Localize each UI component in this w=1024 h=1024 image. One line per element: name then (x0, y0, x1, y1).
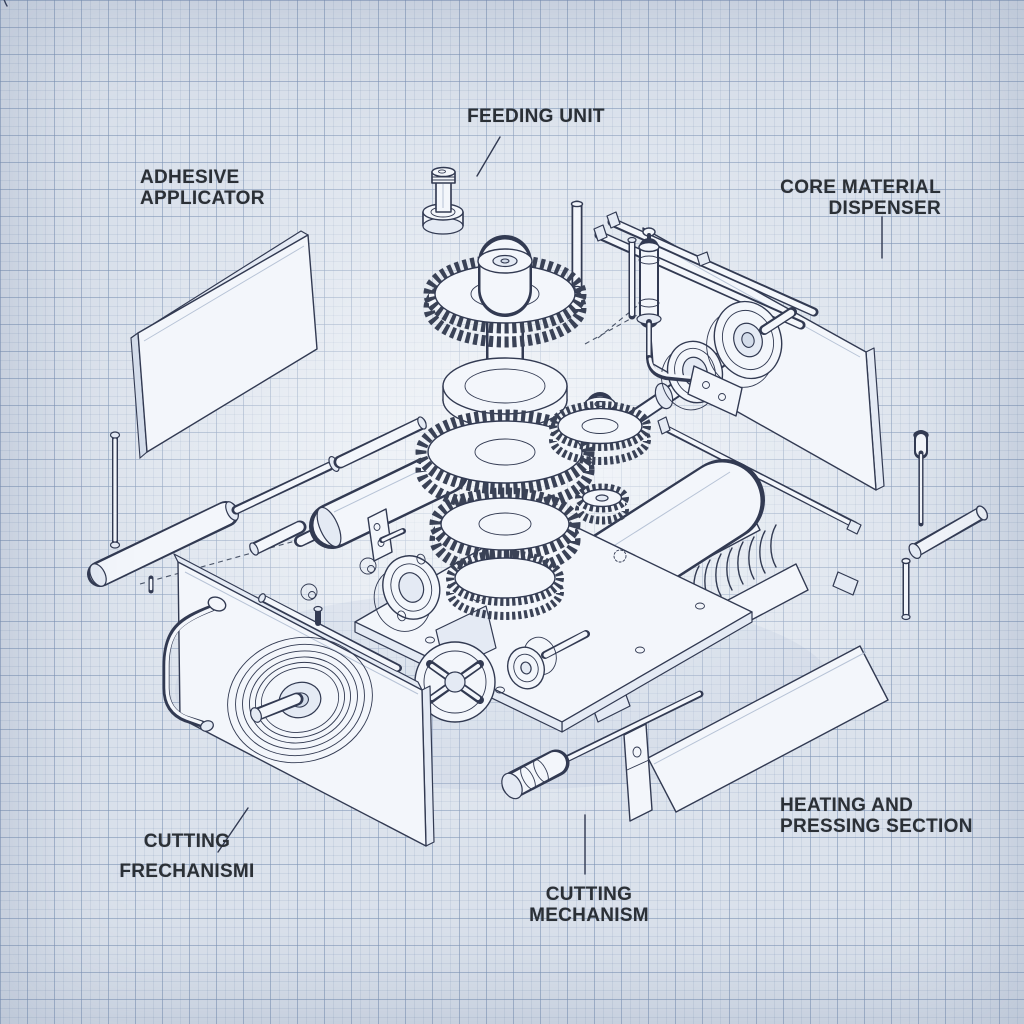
label-line: DISPENSER (828, 198, 941, 219)
right-loose-pins (901, 430, 989, 621)
heating-section-rails (623, 416, 889, 822)
label-cutting-mechanism-side: CUTTING FRECHANISMI (87, 831, 287, 882)
label-cutting-mechanism-bottom: CUTTING MECHANISM (489, 884, 689, 926)
actuator-assembly (627, 227, 743, 417)
label-line: FEEDING UNIT (467, 106, 605, 127)
material-roll-panel (162, 553, 435, 847)
flange-bearing (373, 553, 441, 632)
label-core-material-dispenser: CORE MATERIAL DISPENSER (741, 177, 941, 219)
label-heating-pressing-section: HEATING AND PRESSING SECTION (780, 795, 973, 837)
scroll-brackets (300, 508, 406, 601)
guide-roller-shafts (87, 416, 486, 587)
side-gears (549, 392, 651, 525)
leader-lines (217, 136, 883, 875)
label-line: APPLICATOR (140, 188, 265, 209)
label-line: FRECHANISMI (119, 861, 255, 882)
heater-fins (3, 0, 777, 662)
label-line: CUTTING (545, 884, 633, 905)
bearing-stack (506, 630, 590, 690)
label-line: PRESSING SECTION (780, 816, 973, 837)
knurled-adjuster-rod (501, 690, 704, 800)
label-feeding-unit: FEEDING UNIT (416, 106, 656, 127)
left-pin-rod (109, 431, 154, 594)
label-line: HEATING AND (780, 795, 914, 816)
adhesive-feed-pipe (162, 596, 227, 732)
adhesive-applicator-panel (130, 230, 318, 460)
gear-train (415, 235, 595, 620)
label-line: MECHANISM (529, 905, 649, 926)
feeding-unit-bolt (422, 166, 464, 235)
label-line: ADHESIVE (140, 167, 240, 188)
label-line: CORE MATERIAL (780, 177, 941, 198)
label-adhesive-applicator: ADHESIVE APPLICATOR (140, 167, 265, 209)
label-line: CUTTING (143, 831, 231, 852)
